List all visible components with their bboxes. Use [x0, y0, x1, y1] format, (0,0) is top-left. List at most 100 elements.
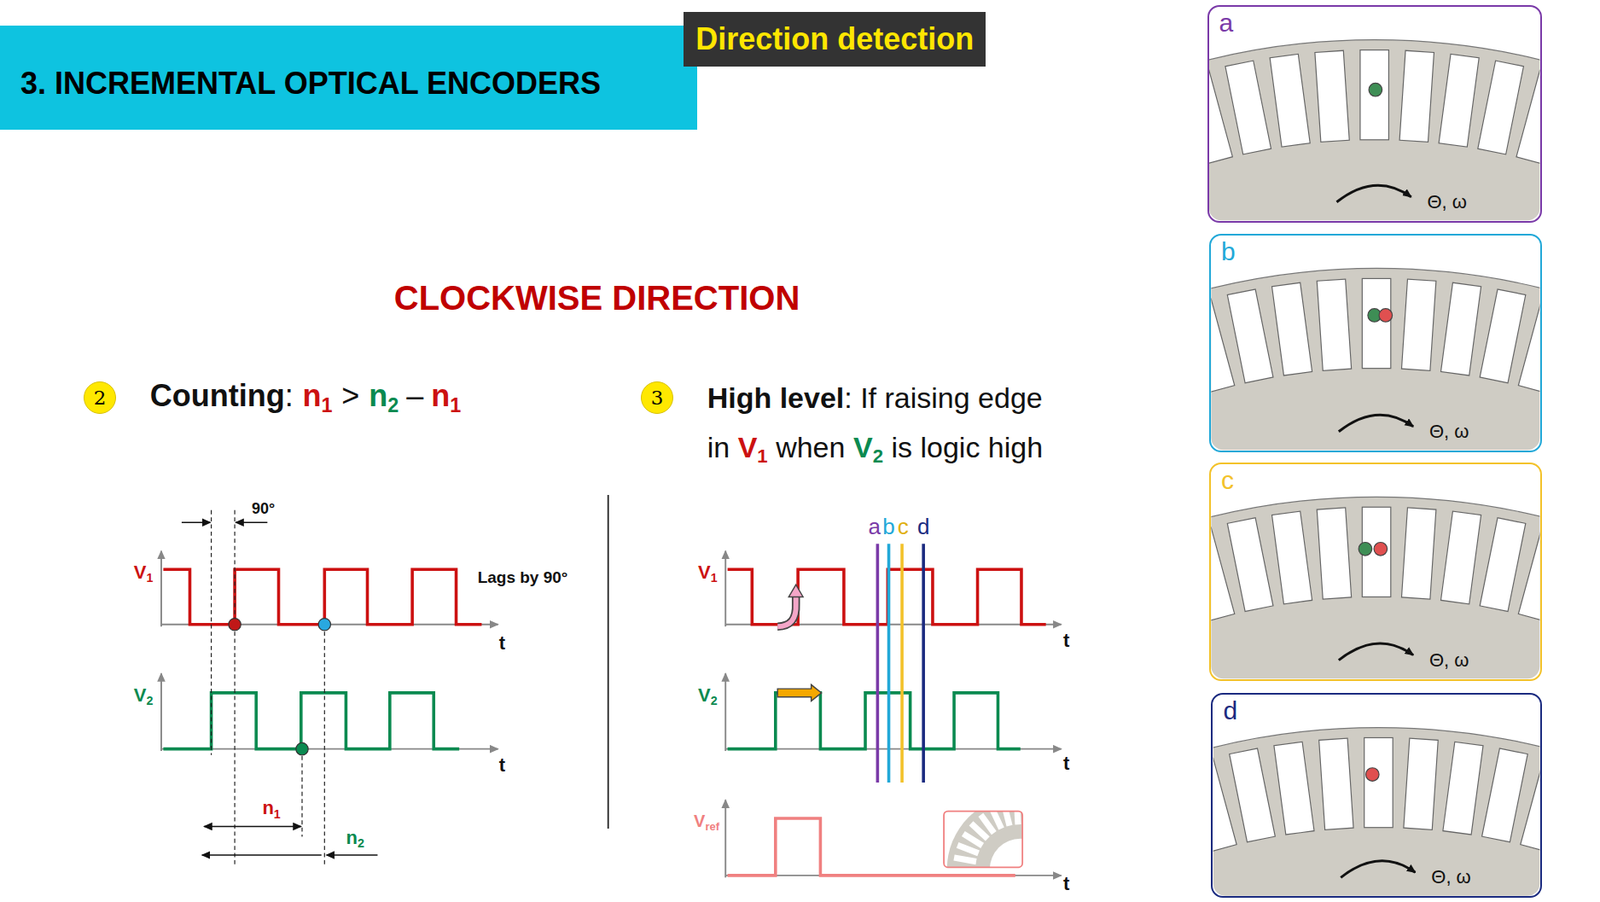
sensor-dot [1358, 542, 1373, 557]
label: c [897, 513, 909, 540]
step-number: 2 [83, 381, 117, 414]
label-group: n2 [345, 826, 364, 851]
label: t [499, 754, 506, 776]
label-group: Vref [693, 811, 720, 834]
disk-slot [1361, 278, 1391, 368]
rotation-label: Θ, ω [1431, 866, 1472, 888]
sensor-dot [1366, 768, 1380, 782]
disk-slot [1225, 60, 1272, 155]
label: CLOCKWISE DIRECTION [394, 279, 801, 317]
label: V [698, 684, 711, 706]
panel-letter: b [1221, 237, 1236, 268]
label-group: V1 [698, 561, 718, 586]
divider-line [607, 494, 610, 829]
rotation-label: Θ, ω [1427, 191, 1468, 213]
label-group: t [499, 632, 506, 654]
label: 90° [251, 500, 275, 518]
thumbnail-disk [947, 811, 1023, 868]
disk-slot [1399, 50, 1434, 142]
time-marker [887, 543, 891, 783]
label-group: V2 [133, 684, 154, 709]
encoder-panel: cΘ, ω [1209, 462, 1542, 681]
disk-slot [1364, 737, 1393, 827]
label: n [430, 378, 450, 414]
disk-slot [1229, 748, 1276, 843]
time-marker [921, 543, 926, 783]
label: V [133, 684, 147, 706]
label: t [499, 632, 506, 654]
edge-dot [318, 618, 331, 631]
disk-slot [1319, 738, 1354, 830]
disk [1213, 727, 1541, 896]
subscript: 2 [387, 394, 399, 417]
subscript: ref [704, 820, 720, 833]
subscript: 1 [756, 445, 768, 467]
dimension-arrow [202, 854, 322, 856]
disk-slot [1441, 511, 1482, 605]
sensor-dot [1378, 308, 1393, 323]
label: Counting [150, 378, 286, 414]
encoder-panel: a Θ, ω [1207, 5, 1542, 223]
label-group: a [868, 514, 881, 541]
encoder-disk [1213, 727, 1541, 896]
label: V [133, 561, 147, 583]
disk-slot [1401, 507, 1436, 600]
disk [1209, 40, 1540, 222]
rotation-arrow [1340, 861, 1415, 879]
yellow-arrow [777, 684, 821, 701]
dimension-arrow [235, 521, 268, 523]
disk-slot [1518, 298, 1540, 393]
label: d [917, 513, 930, 540]
label-group: 90° [251, 500, 275, 518]
time-marker [900, 543, 904, 783]
axis-line [724, 673, 727, 751]
label-group: V2 [698, 684, 718, 709]
encoder-disk [1210, 267, 1540, 450]
subscript: 1 [321, 394, 333, 417]
panel-letter: a [1219, 8, 1234, 39]
encoder-panel: d Θ, ω [1210, 692, 1542, 898]
disk-slot [1441, 282, 1482, 376]
panel-letter: d [1222, 696, 1238, 727]
step-number-text: 3 [651, 386, 664, 409]
dimension-arrow [203, 826, 302, 827]
square-wave [727, 569, 1047, 625]
rotation-label: Θ, ω [1429, 649, 1470, 671]
label: – [406, 378, 424, 414]
disk-slot [1013, 811, 1022, 826]
disk-slot [1272, 511, 1313, 605]
disk-slot [1438, 53, 1479, 147]
label: b [882, 513, 895, 540]
label: High level [707, 381, 845, 414]
pink-arrow [777, 595, 797, 627]
disk-slot [1316, 507, 1351, 600]
pink-arrow-outline [777, 595, 797, 627]
subscript: 1 [273, 807, 281, 821]
label: V [738, 430, 758, 464]
title-band: 3. INCREMENTAL OPTICAL ENCODERS [0, 25, 698, 130]
label: n [368, 378, 388, 414]
label: t [1063, 629, 1070, 652]
drawing-group [161, 40, 1600, 902]
dashed-guide [233, 510, 235, 867]
rotation-arrow [1336, 185, 1411, 203]
label: in [707, 430, 730, 464]
disk-slot [1403, 738, 1438, 830]
dashed-guide [210, 510, 212, 756]
subscript: 2 [872, 445, 884, 467]
disk-slot [1272, 282, 1313, 376]
thumbnail-border [943, 811, 1023, 868]
subscript: 1 [145, 570, 153, 585]
label: V [853, 430, 873, 464]
disk-slot [1227, 289, 1274, 384]
rotation-arrow [1338, 643, 1414, 661]
label: : [285, 378, 294, 414]
disk-slot [1000, 811, 1013, 827]
axis-line [724, 799, 727, 878]
label: V [693, 811, 705, 831]
disk-slot [953, 855, 977, 866]
section-tag-text: Direction detection [695, 21, 974, 57]
encoder-disk [1210, 496, 1540, 679]
label-group: t [1063, 872, 1070, 895]
subscript: 1 [710, 570, 718, 585]
